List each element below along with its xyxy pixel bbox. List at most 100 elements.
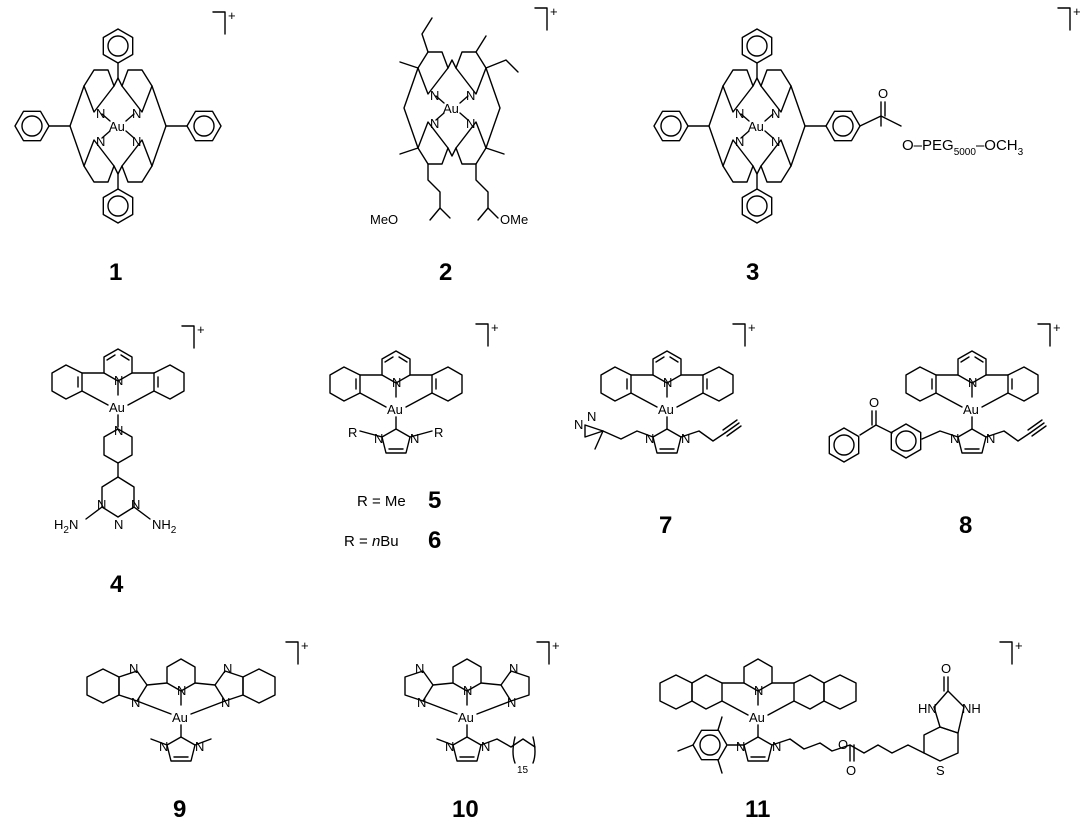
compound-1-structure: Au N N N N bbox=[14, 28, 222, 224]
amino-group: H2N bbox=[54, 517, 78, 536]
metal-atom: Au bbox=[387, 402, 403, 417]
nitrogen-atom: N bbox=[681, 431, 690, 446]
chain-repeat-count: 15 bbox=[517, 765, 529, 776]
cation-charge: + bbox=[228, 8, 236, 23]
nitrogen-atom: N bbox=[735, 134, 744, 149]
nitrogen-atom: N bbox=[114, 423, 123, 438]
metal-atom: Au bbox=[109, 119, 125, 134]
ester-group-right: OMe bbox=[500, 212, 528, 227]
compound-label: 1 bbox=[109, 259, 122, 286]
nitrogen-atom: N bbox=[114, 373, 123, 388]
carbonyl-oxygen: O bbox=[878, 86, 888, 101]
metal-atom: Au bbox=[172, 710, 188, 725]
r-group-note-6: R = nBu bbox=[344, 533, 399, 550]
urea-nh: NH bbox=[962, 701, 981, 716]
compound-label: 4 bbox=[110, 571, 124, 598]
nitrogen-atom: N bbox=[195, 739, 204, 754]
nitrogen-atom: N bbox=[950, 431, 959, 446]
compound-8-structure: Au N N N O bbox=[828, 350, 1047, 463]
compound-10-structure: Au N N N N N N N 15 bbox=[404, 658, 536, 776]
nitrogen-atom: N bbox=[736, 739, 745, 754]
nitrogen-atom: N bbox=[97, 497, 106, 512]
compound-label: 11 bbox=[745, 796, 770, 823]
nitrogen-atom: N bbox=[507, 695, 516, 710]
diazirine-nitrogen: N bbox=[587, 409, 596, 424]
cation-charge: + bbox=[1015, 638, 1023, 653]
peg-chain: O–PEG5000–OCH3 bbox=[902, 137, 1024, 158]
nitrogen-atom: N bbox=[132, 134, 141, 149]
compound-label: 3 bbox=[746, 259, 759, 286]
compound-label: 9 bbox=[173, 796, 186, 823]
compound-5-6-structure: Au N N N R R bbox=[329, 350, 463, 454]
r-group: R bbox=[434, 425, 443, 440]
metal-atom: Au bbox=[658, 402, 674, 417]
compound-label: 6 bbox=[428, 527, 441, 554]
compound-4-structure: Au N N N N N H2N NH2 bbox=[51, 348, 185, 536]
nitrogen-atom: N bbox=[463, 683, 472, 698]
compound-label: 5 bbox=[428, 487, 441, 514]
compound-3-structure: Au N N N N O bbox=[653, 28, 902, 224]
cation-charge: + bbox=[552, 638, 560, 653]
nitrogen-atom: N bbox=[481, 739, 490, 754]
compound-label: 2 bbox=[439, 259, 452, 286]
carbonyl-oxygen: O bbox=[846, 763, 856, 778]
ketone-oxygen: O bbox=[869, 395, 879, 410]
nitrogen-atom: N bbox=[466, 116, 475, 131]
cation-charge: + bbox=[301, 638, 309, 653]
nitrogen-atom: N bbox=[645, 431, 654, 446]
compound-label: 8 bbox=[959, 512, 972, 539]
metal-atom: Au bbox=[109, 400, 125, 415]
metal-atom: Au bbox=[443, 101, 459, 116]
cation-charge: + bbox=[550, 4, 558, 19]
diazirine-nitrogen: N bbox=[574, 417, 583, 432]
compound-7-structure: Au N N N N N bbox=[574, 350, 742, 454]
nitrogen-atom: N bbox=[131, 497, 140, 512]
nitrogen-atom: N bbox=[735, 106, 744, 121]
nitrogen-atom: N bbox=[114, 517, 123, 532]
nitrogen-atom: N bbox=[223, 661, 232, 676]
metal-atom: Au bbox=[749, 710, 765, 725]
cation-charge: + bbox=[1073, 4, 1081, 19]
nitrogen-atom: N bbox=[159, 739, 168, 754]
r-group-note-5: R = Me bbox=[357, 493, 406, 510]
compound-2-structure: Au N N N N MeO OMe bbox=[370, 17, 528, 227]
cation-charge: + bbox=[1053, 320, 1061, 335]
compound-11-structure: Au N N N O O O HN NH S bbox=[659, 658, 981, 778]
metal-atom: Au bbox=[458, 710, 474, 725]
compound-label: 7 bbox=[659, 512, 672, 539]
nitrogen-atom: N bbox=[221, 695, 230, 710]
nitrogen-atom: N bbox=[663, 375, 672, 390]
ester-oxygen: O bbox=[838, 737, 848, 752]
nitrogen-atom: N bbox=[445, 739, 454, 754]
r-group: R bbox=[348, 425, 357, 440]
metal-atom: Au bbox=[748, 119, 764, 134]
cation-charge: + bbox=[197, 322, 205, 337]
nitrogen-atom: N bbox=[772, 739, 781, 754]
urea-nh: HN bbox=[918, 701, 937, 716]
nitrogen-atom: N bbox=[430, 88, 439, 103]
cation-charge: + bbox=[748, 320, 756, 335]
urea-oxygen: O bbox=[941, 661, 951, 676]
compound-label: 10 bbox=[452, 796, 479, 823]
nitrogen-atom: N bbox=[417, 695, 426, 710]
nitrogen-atom: N bbox=[96, 134, 105, 149]
compound-9-structure: Au N N N N N N N bbox=[86, 658, 276, 762]
metal-atom: Au bbox=[963, 402, 979, 417]
nitrogen-atom: N bbox=[131, 695, 140, 710]
nitrogen-atom: N bbox=[392, 375, 401, 390]
nitrogen-atom: N bbox=[986, 431, 995, 446]
thiolane-sulfur: S bbox=[936, 763, 945, 778]
nitrogen-atom: N bbox=[415, 661, 424, 676]
amino-group: NH2 bbox=[152, 517, 177, 536]
nitrogen-atom: N bbox=[129, 661, 138, 676]
nitrogen-atom: N bbox=[968, 375, 977, 390]
nitrogen-atom: N bbox=[374, 431, 383, 446]
nitrogen-atom: N bbox=[410, 431, 419, 446]
cation-charge: + bbox=[491, 320, 499, 335]
nitrogen-atom: N bbox=[771, 106, 780, 121]
nitrogen-atom: N bbox=[177, 683, 186, 698]
nitrogen-atom: N bbox=[754, 683, 763, 698]
nitrogen-atom: N bbox=[771, 134, 780, 149]
nitrogen-atom: N bbox=[430, 116, 439, 131]
ester-group-left: MeO bbox=[370, 212, 398, 227]
